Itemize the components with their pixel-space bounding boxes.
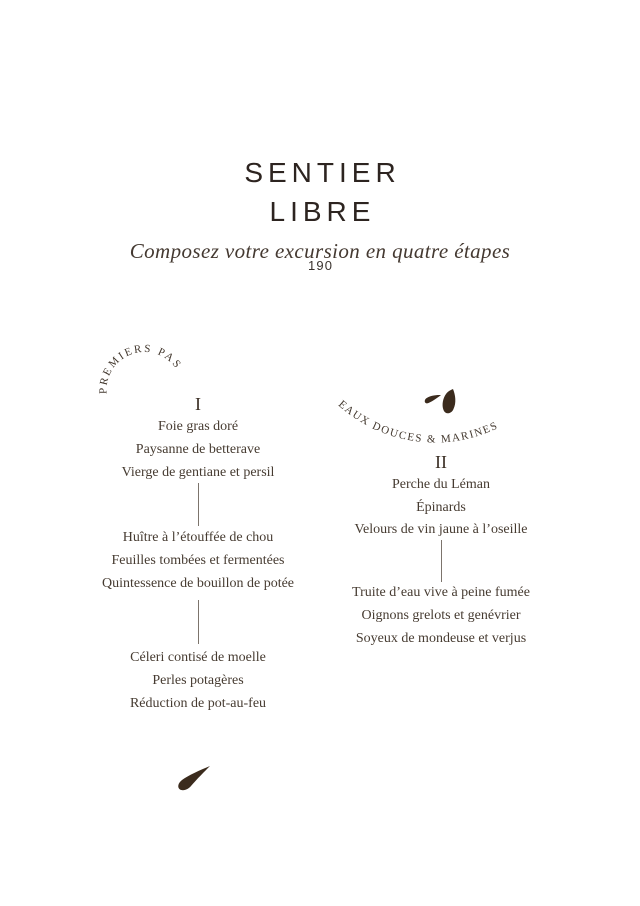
menu-item: Velours de vin jaune à l’oseille bbox=[354, 522, 528, 537]
section-numeral: I bbox=[195, 394, 201, 414]
menu-item: Oignons grelots et genévrier bbox=[361, 608, 521, 623]
menu-item: Réduction de pot-au-feu bbox=[129, 696, 267, 711]
menu-item: Perche du Léman bbox=[392, 477, 490, 492]
title-line-1: SENTIER bbox=[244, 156, 401, 188]
menu-item: Céleri contisé de moelle bbox=[130, 650, 266, 665]
menu-item: Paysanne de betterave bbox=[135, 442, 261, 457]
menu-item: Quintessence de bouillon de potée bbox=[101, 576, 295, 591]
menu-item: Épinards bbox=[416, 500, 466, 515]
section-divider bbox=[441, 540, 442, 582]
section-divider bbox=[198, 483, 199, 526]
section-premiers-pas: I Foie gras doré Paysanne de betterave V… bbox=[48, 0, 348, 906]
menu-item: Huître à l’étouffée de chou bbox=[122, 530, 274, 545]
menu-subtitle: Composez votre excursion en quatre étape… bbox=[129, 239, 511, 263]
menu-item: Soyeux de mondeuse et verjus bbox=[355, 631, 527, 646]
page-title: SENTIER LIBRE bbox=[0, 153, 640, 231]
menu-item: Truite d’eau vive à peine fumée bbox=[352, 585, 530, 600]
menu-item: Foie gras doré bbox=[157, 419, 239, 434]
section-numeral: II bbox=[435, 452, 447, 472]
menu-item: Feuilles tombées et fermentées bbox=[111, 553, 285, 568]
section-eaux-douces-marines: II Perche du Léman Épinards Velours de v… bbox=[291, 0, 591, 906]
menu-item: Vierge de gentiane et persil bbox=[121, 465, 275, 480]
section-divider bbox=[198, 600, 199, 644]
menu-item: Perles potagères bbox=[152, 673, 244, 688]
menu-price: 190 bbox=[307, 258, 334, 273]
title-line-2: LIBRE bbox=[269, 195, 376, 227]
